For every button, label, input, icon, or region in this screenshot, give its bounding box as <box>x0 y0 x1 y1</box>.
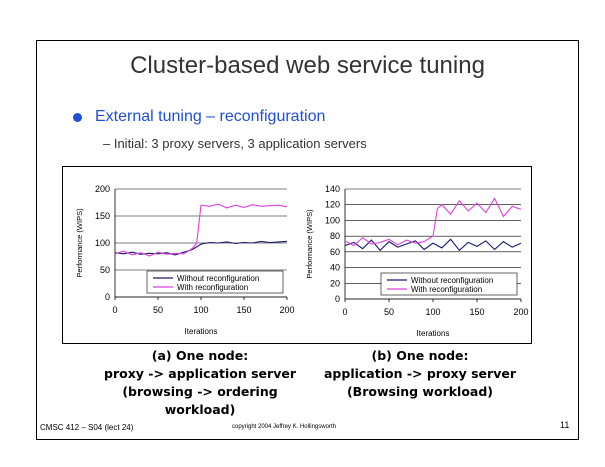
slide-frame <box>36 40 579 440</box>
chart2-ytick-label-1: 20 <box>330 278 340 288</box>
chart1-xtick-label-2: 100 <box>193 305 208 315</box>
chart1-ytick-label-3: 150 <box>95 211 110 221</box>
caption-b-line-1: (b) One node: <box>371 348 469 363</box>
caption-a-line-3: (browsing -> ordering workload) <box>122 384 278 417</box>
caption-a-line-2: proxy -> application server <box>104 366 296 381</box>
chart2-xtick-label-0: 0 <box>342 307 347 317</box>
footer-course: CMSC 412 – S04 (lect 24) <box>40 423 134 432</box>
chart2-ytick-label-0: 0 <box>335 294 340 304</box>
sub-bullet: – Initial: 3 proxy servers, 3 applicatio… <box>103 136 367 151</box>
chart2-ytick-label-2: 40 <box>330 263 340 273</box>
bullet-dot-icon <box>73 113 82 122</box>
chart2-xtick-label-4: 200 <box>513 307 528 317</box>
caption-a: (a) One node: proxy -> application serve… <box>90 347 310 419</box>
chart2-ytick-label-7: 140 <box>325 184 340 194</box>
chart2-xtick-label-2: 100 <box>425 307 440 317</box>
chart2-ytick-label-6: 120 <box>325 200 340 210</box>
chart1-ytick-label-0: 0 <box>105 292 110 302</box>
chart1-legend-label-1: With reconfiguration <box>177 283 248 292</box>
chart1-legend <box>146 270 284 294</box>
main-bullet: External tuning – reconfiguration <box>95 108 326 125</box>
chart2-ylabel: Performance (WIPS) <box>305 209 314 279</box>
chart2-legend-label-0: Without reconfiguration <box>411 276 493 285</box>
chart1-legend-label-0: Without reconfiguration <box>177 274 259 283</box>
chart1-ytick-label-2: 100 <box>95 238 110 248</box>
chart1-ytick-label-4: 200 <box>95 184 110 194</box>
chart1-series-1-line <box>114 203 288 257</box>
chart1-ylabel: Performance (WIPS) <box>75 208 84 278</box>
caption-b-line-3: (Browsing workload) <box>346 384 494 399</box>
chart2-xtick-label-1: 50 <box>384 307 394 317</box>
chart2-legend-label-1: With reconfiguration <box>411 285 482 294</box>
footer-copyright: copyright 2004 Jeffrey K. Hollingsworth <box>232 424 336 430</box>
chart2-ytick-label-3: 60 <box>330 247 340 257</box>
chart2-series-0-line <box>344 238 522 252</box>
chart1-ytick-label-1: 50 <box>100 265 110 275</box>
chart1-xtick-label-0: 0 <box>112 305 117 315</box>
caption-b: (b) One node: application -> proxy serve… <box>310 347 530 401</box>
chart1-xtick-label-3: 150 <box>236 305 251 315</box>
chart2-ytick-label-4: 80 <box>330 231 340 241</box>
chart1-xtick-label-4: 200 <box>279 305 294 315</box>
chart2-xtick-label-3: 150 <box>469 307 484 317</box>
chart1-xlabel: Iterations <box>185 327 218 336</box>
slide-title: Cluster-based web service tuning <box>130 52 485 79</box>
chart2-xlabel: Iterations <box>417 329 450 338</box>
caption-b-line-2: application -> proxy server <box>324 366 516 381</box>
chart2-legend <box>380 272 518 296</box>
chart2-ytick-label-5: 100 <box>325 215 340 225</box>
chart2-series-1-line <box>344 197 522 247</box>
chart1-xtick-label-1: 50 <box>153 305 163 315</box>
page-number: 11 <box>560 420 570 430</box>
caption-a-line-1: (a) One node: <box>151 348 249 363</box>
